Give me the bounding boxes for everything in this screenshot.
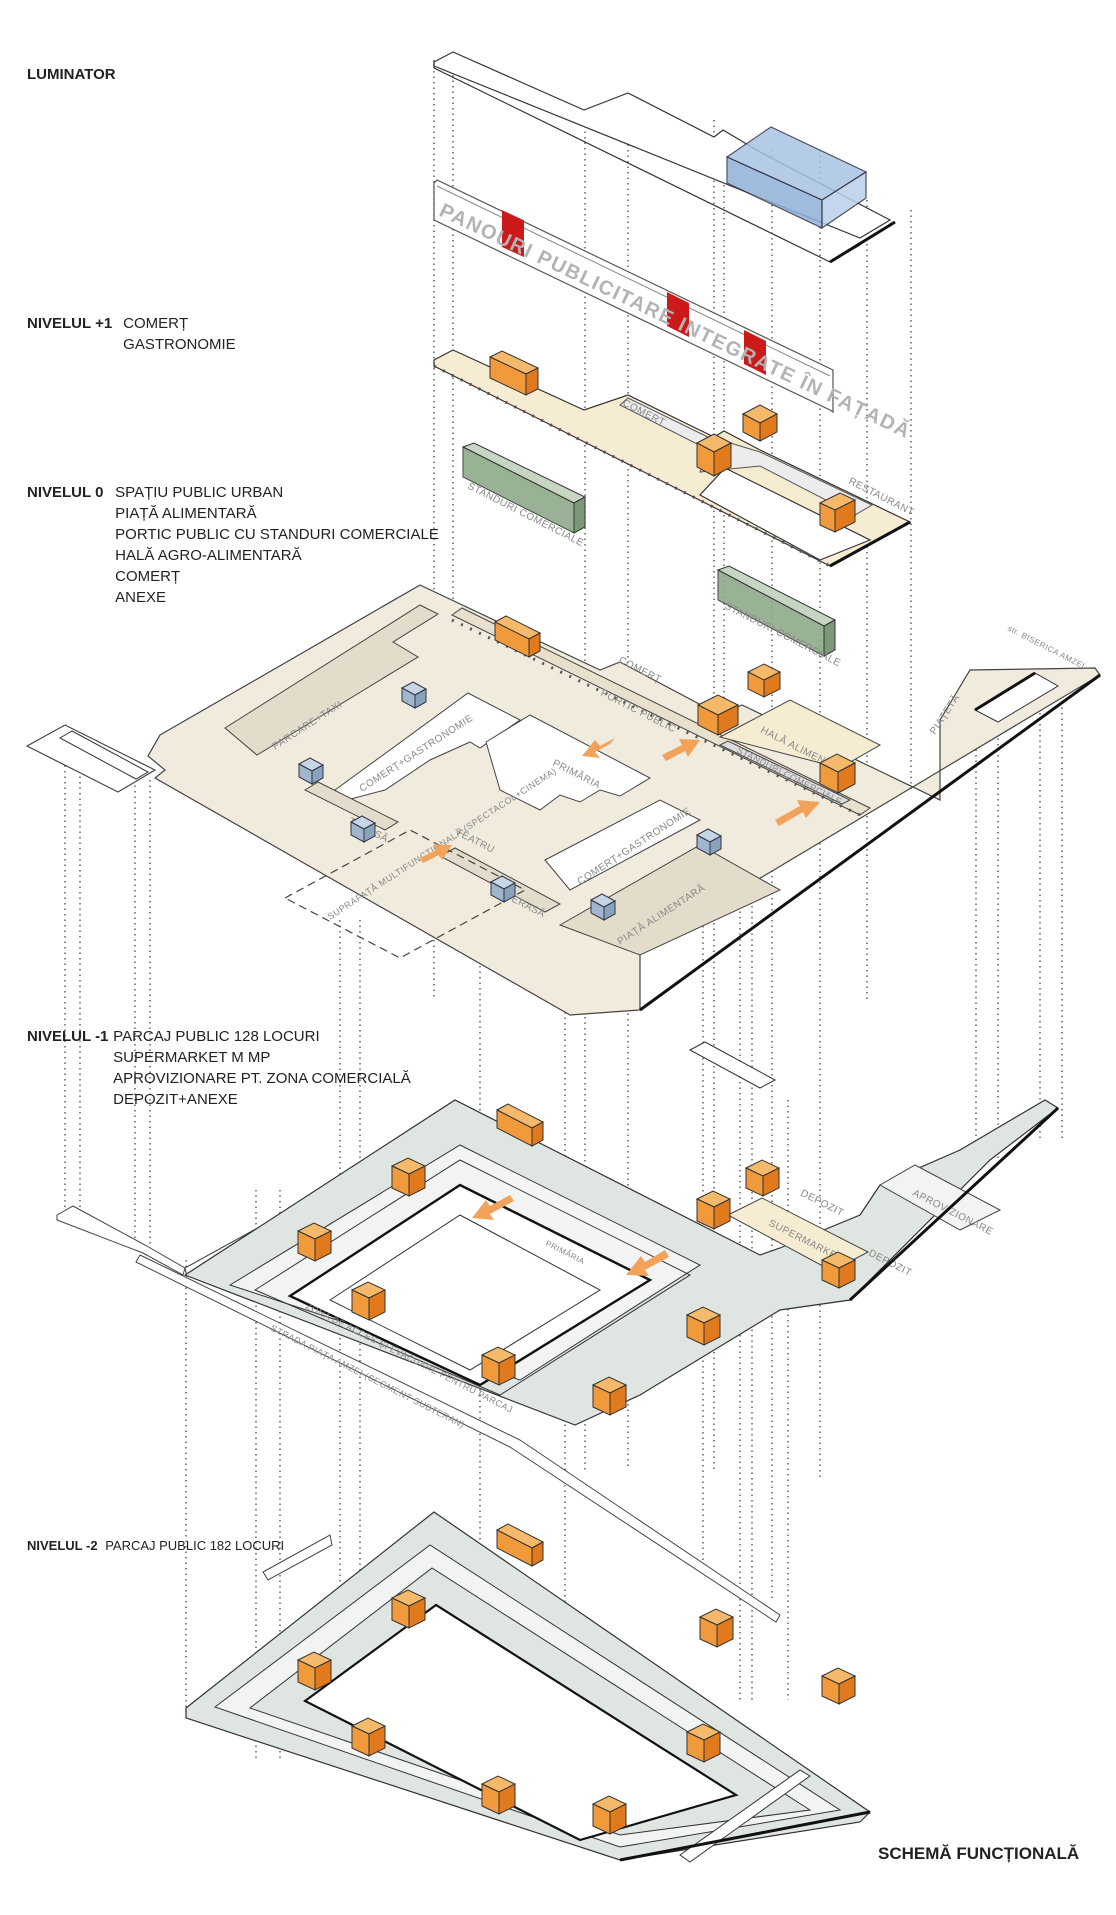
flow-arrows-level0 (420, 738, 820, 863)
stair-box (390, 1157, 427, 1197)
arrow-icon (472, 1195, 514, 1220)
stair-box (591, 1795, 628, 1835)
level-zero-item: PORTIC PUBLIC CU STANDURI COMERCIALE (115, 526, 439, 543)
stair-box (695, 433, 733, 477)
stair-box (818, 753, 857, 794)
blue-boxes-level0 (297, 681, 723, 921)
orange-boxes-minus1 (296, 1103, 857, 1416)
stair-box (296, 1651, 333, 1691)
stair-box (480, 1346, 517, 1386)
blue-box (297, 757, 325, 785)
stair-box (696, 694, 740, 736)
level-minus2-legend: NIVELUL -2 PARCAJ PUBLIC 182 LOCURI (27, 1535, 284, 1556)
flow-arrows-minus1 (472, 1195, 669, 1276)
arrow-icon (626, 1250, 669, 1276)
stair-box (698, 1608, 735, 1648)
level-zero-item: COMERȚ (115, 568, 181, 585)
level-zero-item: ANEXE (115, 589, 167, 606)
stair-box (390, 1589, 427, 1629)
red-panel (744, 330, 766, 375)
stair-box (685, 1723, 722, 1763)
label-roof-banner: PANOURI PUBLICITARE INTEGRATE ÎN FAȚADĂ (436, 198, 915, 443)
level-minus1-item: SUPERMARKET M MP (113, 1049, 271, 1066)
blue-box (589, 893, 617, 921)
stair-box (820, 1667, 857, 1705)
level-plus1-item: GASTRONOMIE (123, 336, 236, 353)
level-minus2-name: NIVELUL -2 (27, 1538, 98, 1553)
stair-box (350, 1281, 387, 1321)
red-panel (502, 213, 524, 257)
orange-boxes-plus1 (488, 350, 857, 533)
level-minus1-item: PARCAJ PUBLIC 128 LOCURI (113, 1028, 320, 1045)
level-minus2-item: PARCAJ PUBLIC 182 LOCURI (105, 1538, 285, 1553)
level-minus1-item: APROVIZIONARE PT. ZONA COMERCIALĂ (113, 1070, 411, 1087)
stair-box (296, 1222, 333, 1262)
blue-box (695, 828, 723, 856)
stair-box (350, 1717, 387, 1757)
blue-box (349, 815, 377, 843)
level-zero: PARCARE+TAXI COMERȚ+GASTRONOMIE PRIMĂRIA… (25, 584, 1101, 1016)
level-plus1-legend: NIVELUL +1 COMERȚ GASTRONOMIE (27, 313, 236, 355)
stair-box (495, 1103, 545, 1147)
orange-boxes-level0 (493, 615, 857, 794)
level-minus1-item: DEPOZIT+ANEXE (113, 1091, 238, 1108)
arrow-icon (420, 845, 452, 863)
arrow-icon (775, 800, 820, 826)
arrow-icon (662, 739, 700, 761)
level-zero-item: SPAȚIU PUBLIC URBAN (115, 484, 284, 501)
stair-box (741, 404, 779, 442)
commercial-stands-right: STANDURI COMERCIALE (716, 565, 842, 669)
label-depozit-1: DEPOZIT (799, 1188, 846, 1219)
stair-box (495, 1523, 545, 1567)
blue-box (489, 875, 517, 903)
level-plus1-name: NIVELUL +1 (27, 315, 113, 332)
level-minus2 (185, 1511, 871, 1863)
stair-box (744, 1159, 781, 1197)
blue-box (400, 681, 428, 709)
roof-level (433, 51, 896, 264)
level-zero-name: NIVELUL 0 (27, 484, 104, 501)
orange-boxes-minus2 (296, 1523, 857, 1835)
red-panel (667, 292, 689, 337)
level-zero-item: HALĂ AGRO-ALIMENTARĂ (115, 547, 302, 564)
diagram-title: SCHEMĂ FUNCȚIONALĂ (878, 1844, 1080, 1863)
level-zero-legend: NIVELUL 0 SPAȚIU PUBLIC URBAN PIAȚĂ ALIM… (27, 482, 439, 608)
arrow-icon (582, 738, 615, 758)
label-str-biserica: str. BISERICA AMZEI (1006, 624, 1086, 671)
commercial-stands-left: STANDURI COMERCIALE (461, 442, 587, 549)
stair-box (488, 350, 540, 396)
stair-box (685, 1306, 722, 1346)
stair-box (493, 615, 542, 658)
stair-box (820, 1251, 857, 1289)
level-zero-item: PIAȚĂ ALIMENTARĂ (115, 505, 257, 522)
level-minus1-legend: NIVELUL -1 PARCAJ PUBLIC 128 LOCURI SUPE… (27, 1026, 411, 1110)
skylight-box (725, 126, 868, 230)
stair-box (480, 1775, 517, 1815)
stair-box (591, 1376, 628, 1416)
level-plus1-item: COMERȚ (123, 315, 189, 332)
stair-box (818, 492, 857, 533)
stair-box (695, 1190, 732, 1230)
luminator-heading: LUMINATOR (27, 66, 116, 83)
stair-box (746, 663, 782, 698)
level-minus1-name: NIVELUL -1 (27, 1028, 109, 1045)
